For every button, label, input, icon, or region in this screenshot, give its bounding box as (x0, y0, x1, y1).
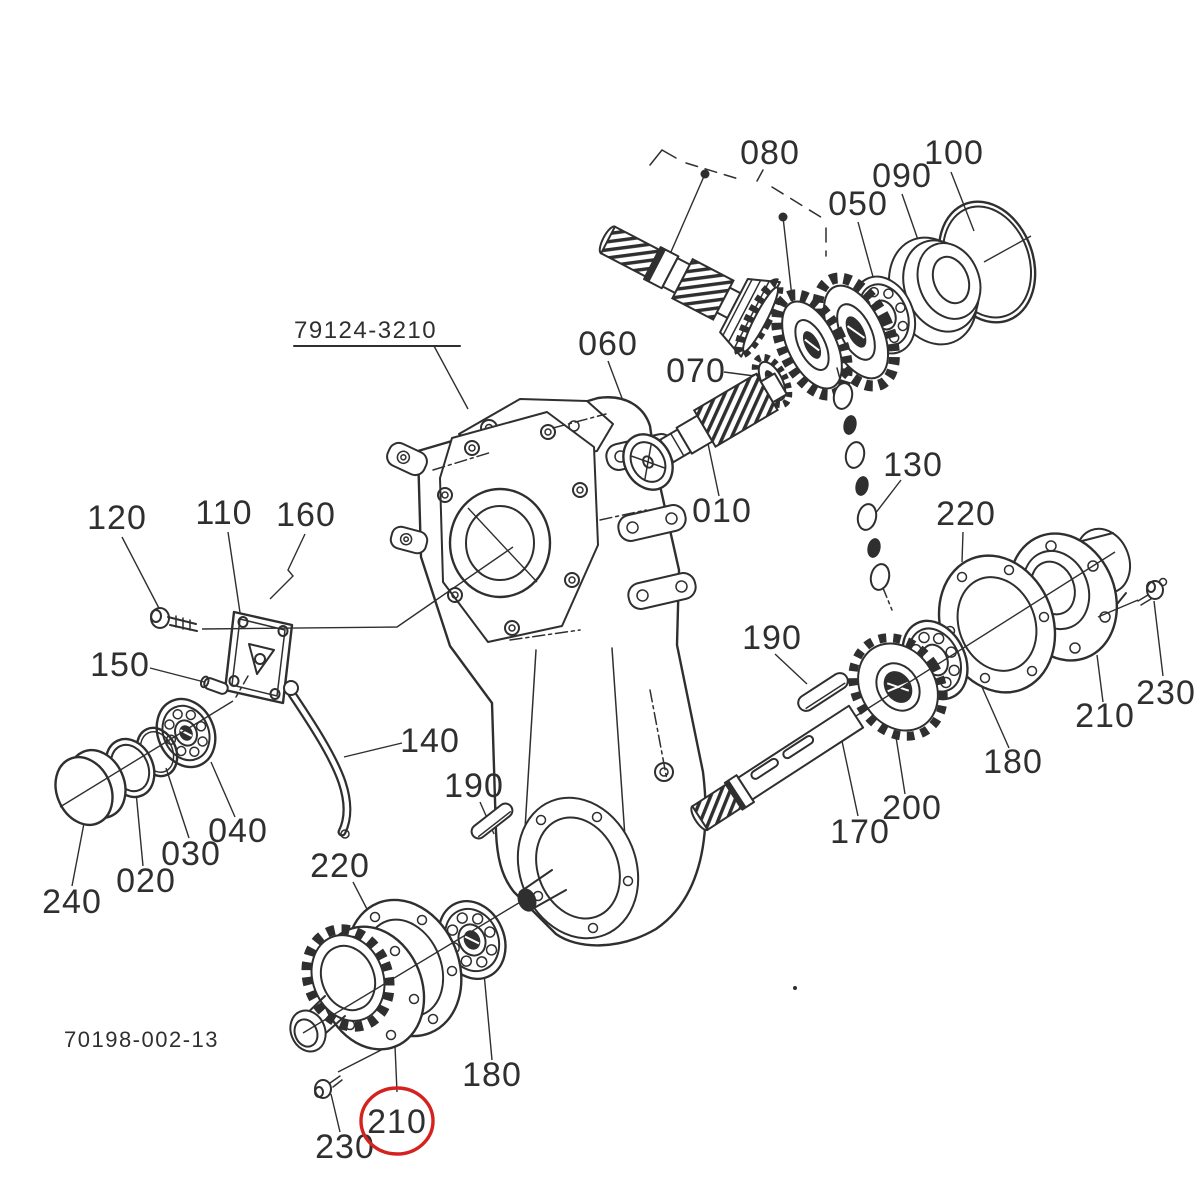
mounting-bracket-110 (223, 610, 294, 705)
breather-tube-140 (283, 680, 352, 839)
callout-180-bottom: 180 (462, 1056, 522, 1094)
callout-230-bottom: 230 (315, 1128, 375, 1166)
callout-200: 200 (882, 789, 942, 827)
callout-070: 070 (666, 352, 726, 390)
callout-210-right: 210 (1075, 697, 1135, 735)
callout-120: 120 (87, 499, 147, 537)
highlight-circle-210 (359, 1086, 435, 1156)
callout-180-right: 180 (983, 743, 1043, 781)
grease-bolt-230-right (1097, 577, 1168, 618)
callout-160: 160 (276, 496, 336, 534)
input-bevel-shaft (598, 225, 784, 359)
callout-100: 100 (924, 134, 984, 172)
housing-lug (617, 504, 687, 542)
sprocket-200 (848, 633, 948, 741)
callout-220-bottom: 220 (310, 847, 370, 885)
callout-150: 150 (90, 646, 150, 684)
spring-pin-150 (199, 675, 229, 695)
callout-050: 050 (828, 185, 888, 223)
output-shaft-170 (690, 704, 865, 832)
callout-220-right: 220 (936, 495, 996, 533)
output-shaft-stub (517, 869, 567, 912)
mark-dot (793, 986, 797, 990)
housing-ear (386, 441, 428, 477)
bolt-230-bottom (314, 1075, 343, 1099)
callout-190-left: 190 (444, 767, 504, 805)
callout-090: 090 (872, 157, 932, 195)
housing-ear (389, 525, 429, 555)
callout-060: 060 (578, 325, 638, 363)
housing-front-plate (439, 411, 599, 643)
drive-chain-130 (832, 367, 893, 611)
callout-010: 010 (692, 492, 752, 530)
callout-240: 240 (42, 883, 102, 921)
callout-030: 030 (161, 835, 221, 873)
callout-080: 080 (740, 134, 800, 172)
oil-seal-060 (622, 433, 674, 491)
callout-020: 020 (116, 862, 176, 900)
housing-lug (627, 572, 697, 610)
callout-040: 040 (208, 812, 268, 850)
gearbox-housing (386, 396, 707, 947)
hub-210-bottom (289, 924, 426, 1053)
callout-130: 130 (883, 446, 943, 484)
callout-210-bottom: 210 (367, 1103, 427, 1141)
flange-bolt-120 (150, 607, 198, 632)
callout-140: 140 (400, 722, 460, 760)
callout-230-right: 230 (1136, 674, 1196, 712)
callout-110: 110 (195, 494, 252, 532)
key-190-left (470, 802, 514, 840)
callout-190-right: 190 (742, 619, 802, 657)
drawing-number-label: 70198-002-13 (64, 1027, 219, 1052)
key-190-right (797, 672, 849, 712)
callout-170: 170 (830, 813, 890, 851)
ball-bearing-040 (155, 697, 217, 769)
part-number-label: 79124-3210 (294, 317, 437, 344)
